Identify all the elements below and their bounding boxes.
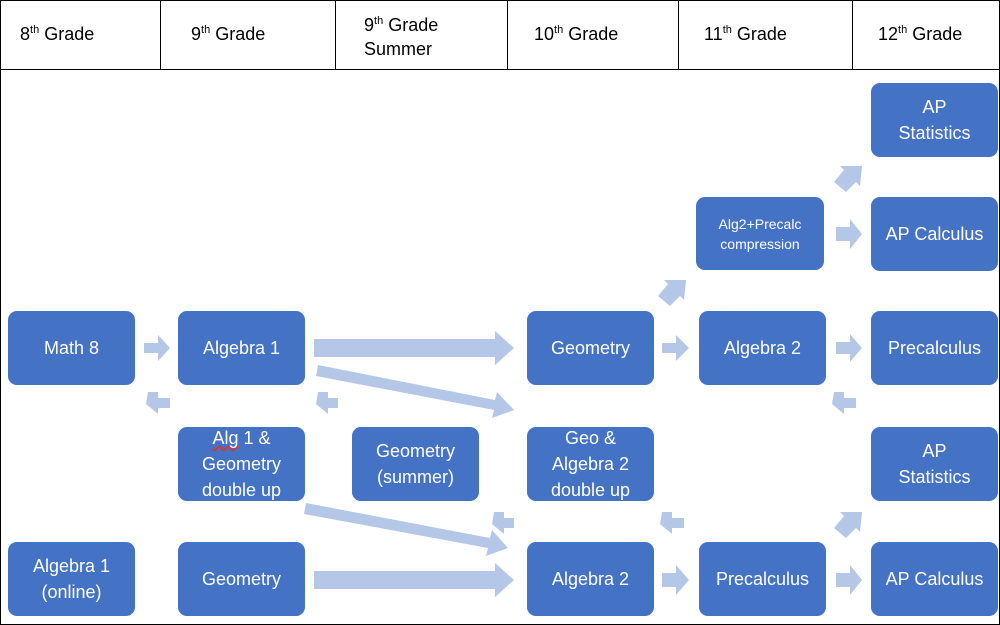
arrow-algebra1-to-geoalg2 [316,365,514,418]
box-geo-algebra2-double-up: Geo & Algebra 2 double up [527,427,654,501]
arrow-algebra1-to-summer [316,392,338,414]
box-ap-calculus-bottom: AP Calculus [871,542,998,616]
arrow-math8-to-doubleup [146,392,170,414]
box-algebra-2-11th: Algebra 2 [699,311,826,385]
box-ap-calculus-top: AP Calculus [871,197,998,271]
box-math-8: Math 8 [8,311,135,385]
arrow-math8-to-algebra1 [144,335,170,361]
arrow-geometry-to-compression [658,280,686,306]
arrow-geometry9-to-algebra2 [314,563,514,597]
arrow-precalc-to-apstats [834,512,862,538]
box-precalculus-11th: Precalculus [699,542,826,616]
box-ap-statistics-top: AP Statistics [871,83,998,157]
box-ap-statistics-mid: AP Statistics [871,427,998,501]
arrow-into-algebra2-left [492,512,514,534]
header-12th-grade: 12th Grade [878,24,963,44]
box-alg1-geometry-double-up: Alg 1 & Geometry double up [178,427,305,501]
header-9th-grade: 9th Grade [161,0,336,69]
arrow-compression-to-apcalc [836,219,862,249]
box-geometry-9th: Geometry [178,542,305,616]
arrow-geoalg2-to-precalc [660,512,684,534]
box-geometry-10th: Geometry [527,311,654,385]
arrow-algebra2-to-apstats [832,392,856,414]
header-8th-grade: 8th Grade [0,0,161,69]
header-10th-grade: 10th Grade [508,0,679,69]
header-11th-grade: 11th Grade [679,0,853,69]
arrow-compression-to-apstats [834,166,862,192]
arrow-precalc-to-apcalc [836,565,862,595]
arrow-geometry-to-algebra2-11 [662,335,689,361]
box-algebra-1-online: Algebra 1 (online) [8,542,135,616]
arrow-algebra1-to-geometry [314,331,514,365]
box-geometry-summer: Geometry (summer) [352,427,479,501]
box-algebra-2-10th: Algebra 2 [527,542,654,616]
box-alg2-precalc-compression: Alg2+Precalc compression [696,197,824,270]
box-algebra-1: Algebra 1 [178,311,305,385]
arrow-algebra2-to-precalc12 [836,334,862,362]
arrow-algebra2-to-precalc [662,565,689,595]
box-precalculus-12th: Precalculus [871,311,998,385]
arrow-doubleup-to-algebra2 [304,503,508,556]
